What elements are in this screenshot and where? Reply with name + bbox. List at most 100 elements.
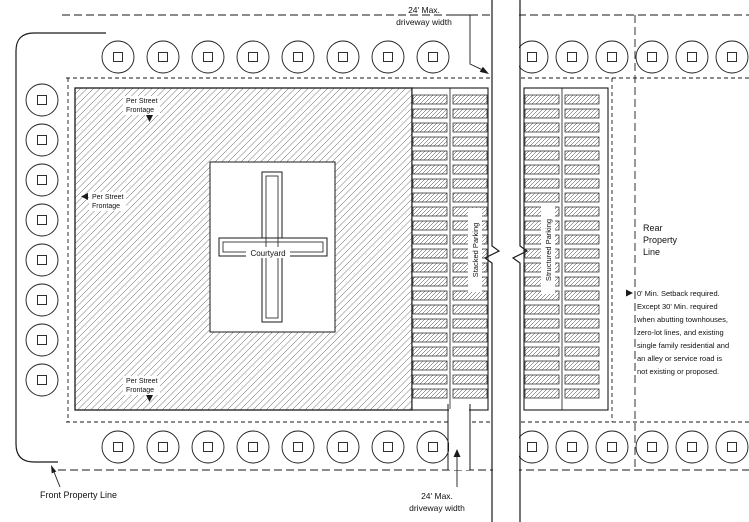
tree-icon <box>326 430 360 464</box>
tree-trunk <box>607 442 617 452</box>
parking-stall <box>564 276 600 287</box>
top-driveway-callout: 24' Max. driveway width <box>396 5 489 74</box>
setback-note-line: Except 30' Min. required <box>637 302 718 311</box>
note-arrow-icon <box>626 289 633 297</box>
tree-trunk <box>687 52 697 62</box>
tree-icon <box>635 430 669 464</box>
parking-stall <box>524 178 560 189</box>
tree-trunk <box>527 52 537 62</box>
tree-trunk <box>383 442 393 452</box>
parking-stall <box>524 94 560 105</box>
parking-stall <box>564 304 600 315</box>
tree-trunk <box>37 295 47 305</box>
tree-trunk <box>428 52 438 62</box>
tree-icon <box>25 283 59 317</box>
tree-trunk <box>527 442 537 452</box>
parking-stall <box>412 248 448 259</box>
parking-stall <box>564 136 600 147</box>
parking-stall <box>452 178 488 189</box>
parking-stall <box>412 346 448 357</box>
parking-stall <box>412 94 448 105</box>
tree-icon <box>191 430 225 464</box>
tree-trunk <box>383 52 393 62</box>
tree-trunk <box>338 442 348 452</box>
driveway-width-label: driveway width <box>396 17 452 27</box>
street-trees <box>25 40 749 464</box>
parking-stall <box>564 318 600 329</box>
arrowhead-icon <box>51 465 57 474</box>
arrowhead-icon <box>479 66 489 74</box>
parking-stall <box>524 136 560 147</box>
driveway-width-label: 24' Max. <box>421 491 453 501</box>
parking-stall <box>412 304 448 315</box>
parking-stall <box>412 164 448 175</box>
leader-line <box>53 471 61 488</box>
label-bg <box>123 376 160 395</box>
tree-trunk <box>37 335 47 345</box>
stacked-parking-label: Stacked Parking <box>471 223 480 278</box>
courtyard-label-bg <box>246 247 290 258</box>
tree-icon <box>715 40 749 74</box>
parking-stall <box>524 108 560 119</box>
tree-icon <box>416 430 450 464</box>
tree-icon <box>515 40 549 74</box>
per-street-frontage-1: Per Street Frontage <box>123 96 160 122</box>
tree-trunk <box>248 442 258 452</box>
tree-trunk <box>338 52 348 62</box>
tree-icon <box>555 430 589 464</box>
tree-trunk <box>37 375 47 385</box>
parking-stall <box>452 150 488 161</box>
tree-icon <box>25 83 59 117</box>
parking-stall <box>452 332 488 343</box>
per-street-frontage-2: Per Street Frontage <box>81 192 126 211</box>
stacked-parking-label-bg <box>468 208 482 292</box>
setback-note-line: when abutting townhouses, <box>636 315 728 324</box>
parking-stall <box>564 262 600 273</box>
parking-stall <box>412 136 448 147</box>
parking-stall <box>524 164 560 175</box>
parking-stall <box>524 374 560 385</box>
parking-stall <box>412 290 448 301</box>
tree-trunk <box>37 255 47 265</box>
parking-stall <box>452 136 488 147</box>
tree-trunk <box>687 442 697 452</box>
arrow-down-icon <box>146 395 153 402</box>
tree-trunk <box>293 442 303 452</box>
parking-stall <box>564 234 600 245</box>
street-curb <box>15 32 106 463</box>
tree-icon <box>326 40 360 74</box>
tree-trunk <box>37 135 47 145</box>
parking-stall <box>412 318 448 329</box>
parking-stall <box>564 360 600 371</box>
arrow-down-icon <box>146 115 153 122</box>
bottom-driveway-surface <box>449 409 469 470</box>
tree-trunk <box>647 442 657 452</box>
parking-stall <box>452 192 488 203</box>
tree-icon <box>25 163 59 197</box>
tree-trunk <box>37 215 47 225</box>
rear-property-line-label: Line <box>643 247 660 257</box>
front-property-callout: Front Property Line <box>40 465 117 500</box>
rear-property-line-label: Rear <box>643 223 663 233</box>
courtyard-label: Courtyard <box>250 249 285 258</box>
setback-note-line: an alley or service road is <box>637 354 722 363</box>
tree-icon <box>101 430 135 464</box>
tree-trunk <box>428 442 438 452</box>
tree-icon <box>236 40 270 74</box>
tree-icon <box>416 40 450 74</box>
rear-property-label: Rear Property Line <box>643 223 678 257</box>
parking-stall <box>452 360 488 371</box>
arrowhead-icon <box>453 449 461 457</box>
per-street-frontage-label: Per Street <box>126 378 158 385</box>
setback-note-line: 0' Min. Setback required. <box>637 289 720 298</box>
parking-stall <box>412 234 448 245</box>
setback-note-line: single family residential and <box>637 341 729 350</box>
tree-icon <box>25 243 59 277</box>
parking-stall <box>452 374 488 385</box>
per-street-frontage-label: Per Street <box>92 194 124 201</box>
parking-stall <box>564 94 600 105</box>
tree-icon <box>281 40 315 74</box>
parking-stall <box>524 388 560 399</box>
tree-trunk <box>158 442 168 452</box>
tree-icon <box>635 40 669 74</box>
